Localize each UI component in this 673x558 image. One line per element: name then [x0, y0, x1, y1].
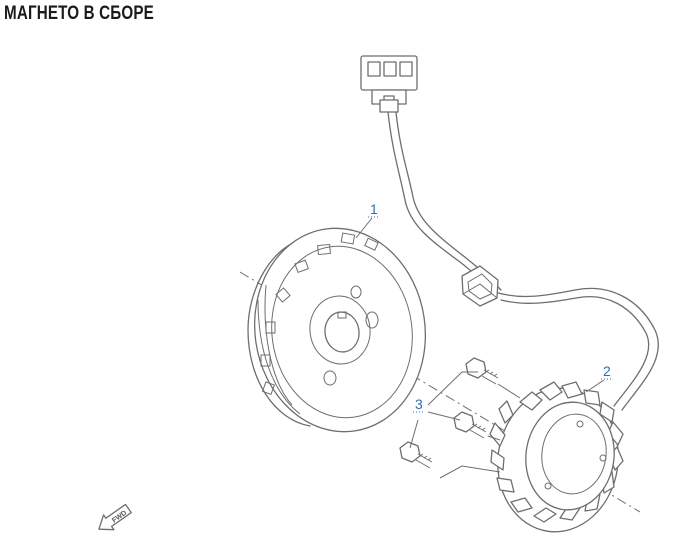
rotor-magnet-blocks — [260, 232, 379, 396]
stator-coil-teeth — [489, 381, 624, 523]
fwd-arrow-icon: FWD — [98, 503, 132, 531]
stator — [489, 381, 624, 533]
bolt-top — [465, 357, 499, 385]
callout-label-1: 1 — [370, 201, 378, 217]
callout-2: 2 — [601, 363, 613, 380]
page-title: МАГНЕТО В СБОРЕ — [4, 3, 154, 24]
bolt-middle — [453, 411, 487, 439]
callout-3: 3 — [413, 396, 425, 413]
leader-lines — [355, 217, 605, 479]
callout-label-3: 3 — [415, 396, 423, 412]
fwd-label: FWD — [111, 510, 128, 525]
harness-grommet — [461, 265, 499, 307]
wire-connector — [360, 55, 418, 113]
wire-harness — [387, 111, 659, 411]
flywheel-rotor — [247, 227, 427, 433]
callout-label-2: 2 — [603, 363, 611, 379]
callout-1: 1 — [368, 201, 380, 218]
bolt-bottom — [399, 441, 433, 469]
